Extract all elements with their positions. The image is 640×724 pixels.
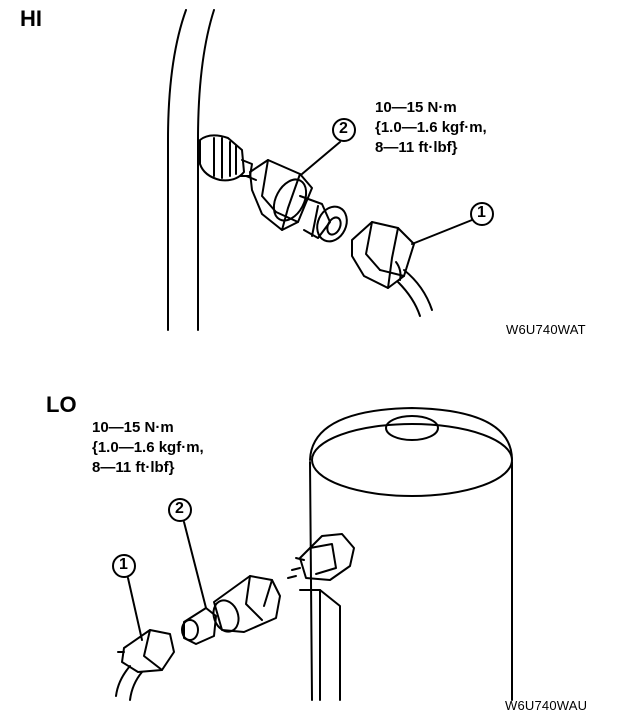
lo-torque-line-1: 10—15 N·m — [92, 419, 174, 436]
hi-callout-1-number: 1 — [477, 204, 486, 221]
hi-torque-line-2: {1.0—1.6 kgf·m, — [375, 119, 487, 136]
lo-compressor-fitting — [287, 533, 355, 581]
lo-torque-line-3: 8—11 ft·lbf} — [92, 459, 175, 476]
lo-section-label: LO — [46, 392, 77, 417]
hi-callout-2-number: 2 — [339, 120, 348, 137]
hi-figure-code: W6U740WAT — [506, 322, 586, 337]
lo-torque-line-2: {1.0—1.6 kgf·m, — [92, 439, 204, 456]
hi-connector — [351, 221, 433, 317]
lo-callout-1-number: 1 — [119, 556, 128, 573]
lo-connector — [115, 629, 175, 701]
lo-callout-2 — [168, 498, 207, 609]
lo-compressor — [299, 407, 513, 701]
hi-torque-spec: 10—15 N·m {1.0—1.6 kgf·m, 8—11 ft·lbf} — [375, 98, 487, 158]
hi-callout-1 — [411, 202, 494, 245]
hi-refrigerant-pipe — [167, 9, 215, 331]
hi-torque-line-3: 8—11 ft·lbf} — [375, 139, 458, 156]
lo-pressure-switch — [181, 575, 281, 645]
hi-callout-2 — [301, 118, 356, 175]
hi-section-label: HI — [20, 6, 42, 31]
hi-torque-line-1: 10—15 N·m — [375, 99, 457, 116]
lo-callout-1 — [112, 554, 143, 641]
hi-pressure-switch — [245, 159, 348, 243]
lo-figure-code: W6U740WAU — [505, 698, 588, 713]
hi-pipe-fitting — [199, 134, 253, 182]
lo-callout-2-number: 2 — [175, 500, 184, 517]
lo-torque-spec: 10—15 N·m {1.0—1.6 kgf·m, 8—11 ft·lbf} — [92, 418, 204, 478]
